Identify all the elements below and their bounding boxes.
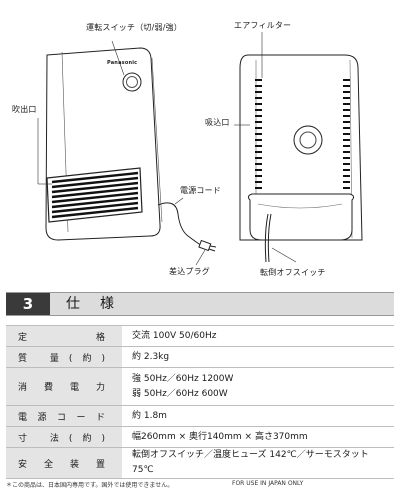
section-title: 仕様: [66, 293, 134, 315]
label-air-filter: エアフィルター: [234, 21, 292, 30]
spec-value-line: 幅260mm × 奥行140mm × 高さ370mm: [132, 431, 308, 442]
spec-value: 約 2.3kg: [122, 346, 394, 368]
spec-value-line: 約 1.8m: [132, 410, 167, 421]
section-header: 3 仕様: [6, 292, 394, 316]
label-power-cord: 電源コード: [180, 186, 221, 195]
spec-table: 定 格 交流 100V 50/60Hz 質 量(約) 約 2.3kg 消費電力 …: [6, 325, 394, 479]
spec-row: 寸 法(約) 幅260mm × 奥行140mm × 高さ370mm: [6, 426, 394, 448]
spec-key: 寸 法(約): [6, 426, 122, 448]
heater-illustration: [37, 32, 363, 266]
spec-key: 安全装置: [6, 447, 122, 479]
spec-row: 定 格 交流 100V 50/60Hz: [6, 325, 394, 347]
label-plug: 差込プラグ: [169, 267, 210, 276]
label-air-outlet: 吹出口: [12, 105, 37, 114]
spec-value-line: 転倒オフスイッチ／温度ヒューズ 142℃／サーモスタット75℃: [132, 450, 369, 475]
product-diagram: Panasonic 運転スイッチ（切/弱/強） 吹出口 電源コード 差込プラグ …: [12, 21, 363, 277]
heater-brand-logo: Panasonic: [107, 60, 138, 66]
spec-value: 強 50Hz／60Hz 1200W 弱 50Hz／60Hz 600W: [122, 367, 394, 406]
spec-value-line: 強 50Hz／60Hz 1200W: [132, 373, 234, 384]
spec-value: 約 1.8m: [122, 405, 394, 427]
spec-value: 交流 100V 50/60Hz: [122, 325, 394, 347]
spec-key: 質 量(約): [6, 346, 122, 368]
spec-row: 消費電力 強 50Hz／60Hz 1200W 弱 50Hz／60Hz 600W: [6, 367, 394, 406]
spec-value-line: 弱 50Hz／60Hz 600W: [132, 388, 228, 399]
spec-value: 転倒オフスイッチ／温度ヒューズ 142℃／サーモスタット75℃: [122, 447, 394, 479]
label-power-switch: 運転スイッチ（切/弱/強）: [86, 23, 182, 32]
spec-key: 定 格: [6, 325, 122, 347]
spec-row: 質 量(約) 約 2.3kg: [6, 346, 394, 368]
label-tipover-switch: 転倒オフスイッチ: [260, 268, 326, 277]
section-number: 3: [6, 293, 50, 315]
spec-row: 電源コード 約 1.8m: [6, 405, 394, 427]
section-title-char: 様: [100, 296, 114, 312]
footnote-english: FOR USE IN JAPAN ONLY: [232, 480, 304, 487]
spec-row: 安全装置 転倒オフスイッチ／温度ヒューズ 142℃／サーモスタット75℃: [6, 447, 394, 479]
spec-value-line: 交流 100V 50/60Hz: [132, 330, 217, 341]
spec-value: 幅260mm × 奥行140mm × 高さ370mm: [122, 426, 394, 448]
spec-value-line: 約 2.3kg: [132, 351, 170, 362]
spec-key: 消費電力: [6, 367, 122, 406]
label-air-intake: 吸込口: [205, 118, 230, 127]
section-title-char: 仕: [66, 296, 80, 312]
spec-key: 電源コード: [6, 405, 122, 427]
footnote-japan: ＊この商品は、日本国内専用です。国外では使用できません。: [6, 482, 174, 489]
